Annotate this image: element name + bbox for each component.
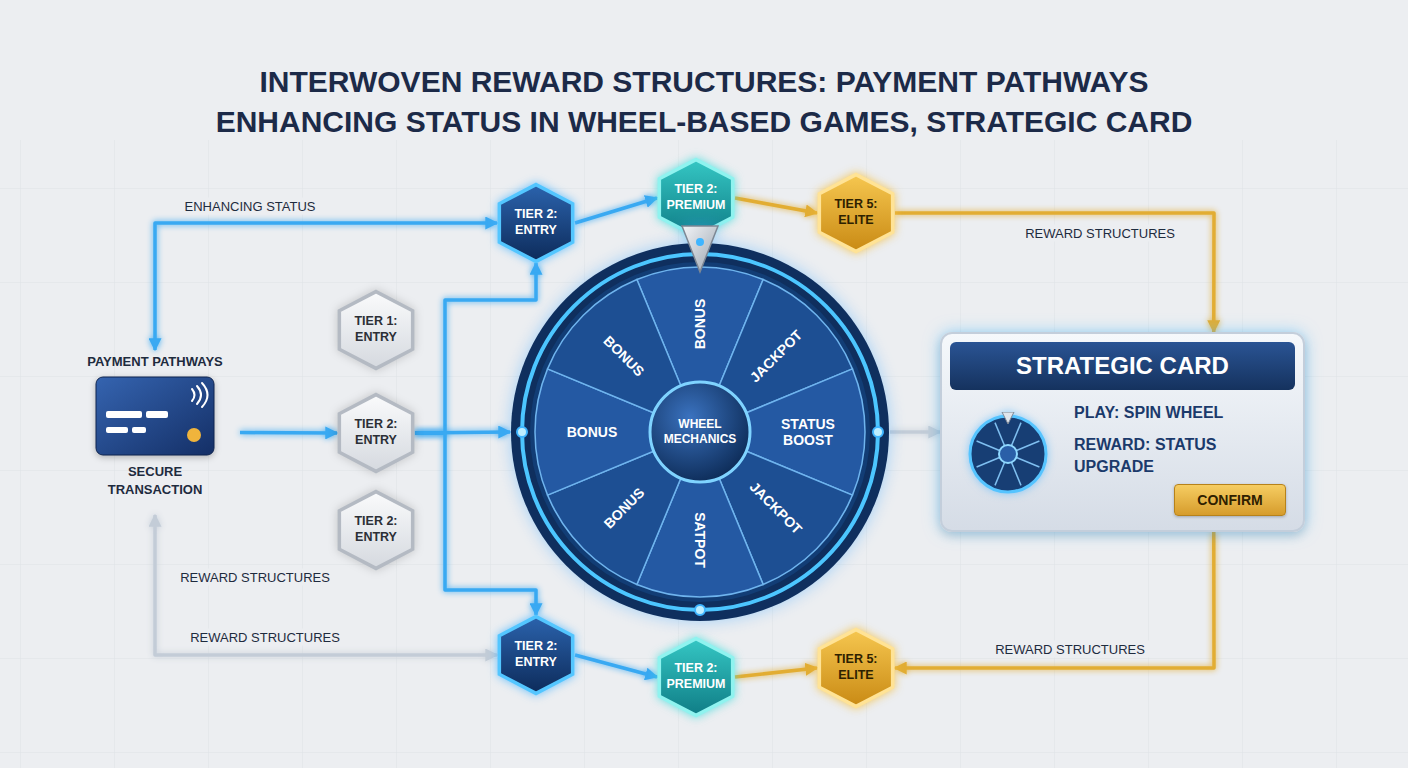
- edge-label: REWARD STRUCTURES: [1021, 225, 1179, 242]
- tier-hexagon: TIER 5: ELITE: [817, 628, 895, 708]
- wheel-segment-label: BONUS: [692, 299, 708, 350]
- tier-hexagon: TIER 2: ENTRY: [337, 490, 415, 570]
- tier-label: TIER 5: ELITE: [824, 652, 888, 683]
- wheel-hub: WHEEL MECHANICS: [652, 384, 748, 480]
- connector-arrow: [895, 532, 1214, 668]
- card-reward-line: REWARD: STATUS UPGRADE: [1074, 434, 1224, 477]
- wheel-segment-label: STATUS BOOST: [763, 416, 853, 448]
- edge-label: ENHANCING STATUS: [181, 198, 320, 215]
- diagram-title: INTERWOVEN REWARD STRUCTURES: PAYMENT PA…: [174, 62, 1234, 142]
- connector-arrow: [155, 515, 497, 655]
- wheel-segment-label: BONUS: [567, 424, 618, 440]
- connector-arrow: [890, 430, 940, 434]
- tier-label: TIER 2: PREMIUM: [664, 182, 728, 213]
- tier-hexagon: TIER 2: PREMIUM: [657, 637, 735, 717]
- credit-card-icon: [94, 375, 216, 457]
- connector-arrow: [575, 655, 657, 677]
- button-label: CONFIRM: [1197, 492, 1262, 508]
- node-heading: PAYMENT PATHWAYS: [87, 354, 223, 369]
- edge-label: REWARD STRUCTURES: [186, 629, 344, 646]
- strategic-card-panel: STRATEGIC CARD PLAY: SPIN WHEEL REWARD: ST…: [940, 332, 1305, 532]
- card-play-line: PLAY: SPIN WHEEL: [1074, 404, 1274, 422]
- tier-label: TIER 1: ENTRY: [344, 314, 408, 345]
- mini-wheel-icon: [966, 412, 1050, 496]
- connector-arrow: [895, 213, 1214, 332]
- connector-arrow: [575, 198, 657, 223]
- confirm-button: CONFIRM: [1174, 484, 1286, 516]
- tier-label: TIER 2: ENTRY: [504, 207, 568, 238]
- card-header-band: STRATEGIC CARD: [950, 342, 1295, 390]
- tier-hexagon: TIER 2: ENTRY: [497, 183, 575, 263]
- edge-label: REWARD STRUCTURES: [991, 641, 1149, 658]
- wheel-hub-label: WHEEL MECHANICS: [661, 417, 739, 447]
- tier-label: TIER 2: ENTRY: [344, 514, 408, 545]
- card-body: PLAY: SPIN WHEEL REWARD: STATUS UPGRADE: [1074, 404, 1274, 477]
- connector-arrow: [240, 431, 337, 435]
- tier-hexagon: TIER 1: ENTRY: [337, 290, 415, 370]
- tier-label: TIER 2: PREMIUM: [664, 661, 728, 692]
- tier-label: TIER 2: ENTRY: [504, 639, 568, 670]
- card-title: STRATEGIC CARD: [1016, 352, 1229, 380]
- floating-label: REWARD STRUCTURES: [176, 569, 334, 586]
- tier-hexagon: TIER 2: ENTRY: [337, 393, 415, 473]
- payment-node: PAYMENT PATHWAYS SECURE TRANSACTION: [70, 350, 240, 515]
- wheel-node: BONUSJACKPOTSTATUS BOOSTJACKPOTSATPOTBON…: [510, 242, 890, 622]
- tier-hexagon: TIER 2: ENTRY: [497, 615, 575, 695]
- tier-label: TIER 5: ELITE: [824, 197, 888, 228]
- tier-hexagon: TIER 5: ELITE: [817, 173, 895, 253]
- tier-label: TIER 2: ENTRY: [344, 417, 408, 448]
- node-body: SECURE TRANSACTION: [95, 463, 215, 498]
- connector-arrow: [735, 668, 817, 677]
- wheel-segment-label: SATPOT: [692, 512, 708, 568]
- connector-arrow: [735, 198, 817, 213]
